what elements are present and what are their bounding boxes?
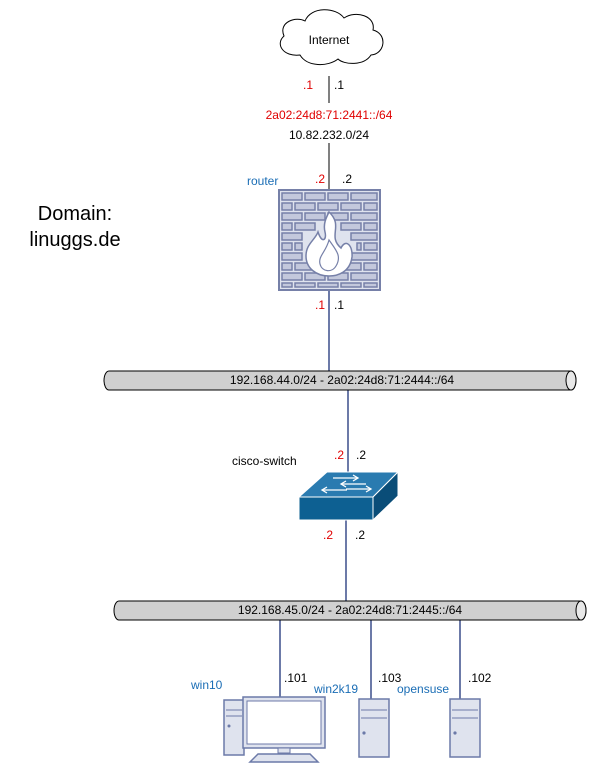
switch-top-ipv6-suffix: .2 xyxy=(334,448,344,462)
server-icon xyxy=(449,698,481,758)
host-win2k19-name: win2k19 xyxy=(313,682,358,696)
firewall-icon xyxy=(278,189,381,291)
switch-label: cisco-switch xyxy=(232,454,297,468)
bus-net45 xyxy=(113,600,587,621)
domain-name: linuggs.de xyxy=(29,229,120,251)
cloud-icon xyxy=(279,9,384,65)
net45-label: 192.168.45.0/24 - 2a02:24d8:71:2445::/64 xyxy=(238,603,463,617)
wan-ipv6-subnet: 2a02:24d8:71:2441::/64 xyxy=(266,108,393,122)
net44-label: 192.168.44.0/24 - 2a02:24d8:71:2444::/64 xyxy=(230,373,455,387)
bus-net44 xyxy=(103,370,577,391)
internet-ipv4-suffix: .1 xyxy=(334,78,344,92)
host-opensuse-name: opensuse xyxy=(397,682,449,696)
switch-bottom-ipv4-suffix: .2 xyxy=(355,528,365,542)
host-opensuse-ip: .102 xyxy=(468,671,492,685)
router-top-ipv6-suffix: .2 xyxy=(315,172,325,186)
switch-top-ipv4-suffix: .2 xyxy=(356,448,366,462)
workstation-icon xyxy=(223,696,326,763)
lan-links xyxy=(279,290,461,700)
router-label: router xyxy=(247,174,278,188)
router-top-ipv4-suffix: .2 xyxy=(342,172,352,186)
router-bottom-ipv6-suffix: .1 xyxy=(315,298,325,312)
internet-label: Internet xyxy=(309,33,350,47)
switch-icon xyxy=(297,470,400,522)
host-win10-name: win10 xyxy=(190,678,223,692)
host-win10-ip: .101 xyxy=(284,671,308,685)
switch-bottom-ipv6-suffix: .2 xyxy=(323,528,333,542)
internet-ipv6-suffix: .1 xyxy=(303,78,313,92)
host-win2k19-ip: .103 xyxy=(378,671,402,685)
wan-ipv4-subnet: 10.82.232.0/24 xyxy=(289,128,369,142)
domain-title: Domain: xyxy=(38,203,112,225)
router-bottom-ipv4-suffix: .1 xyxy=(334,298,344,312)
server-icon xyxy=(358,698,390,758)
